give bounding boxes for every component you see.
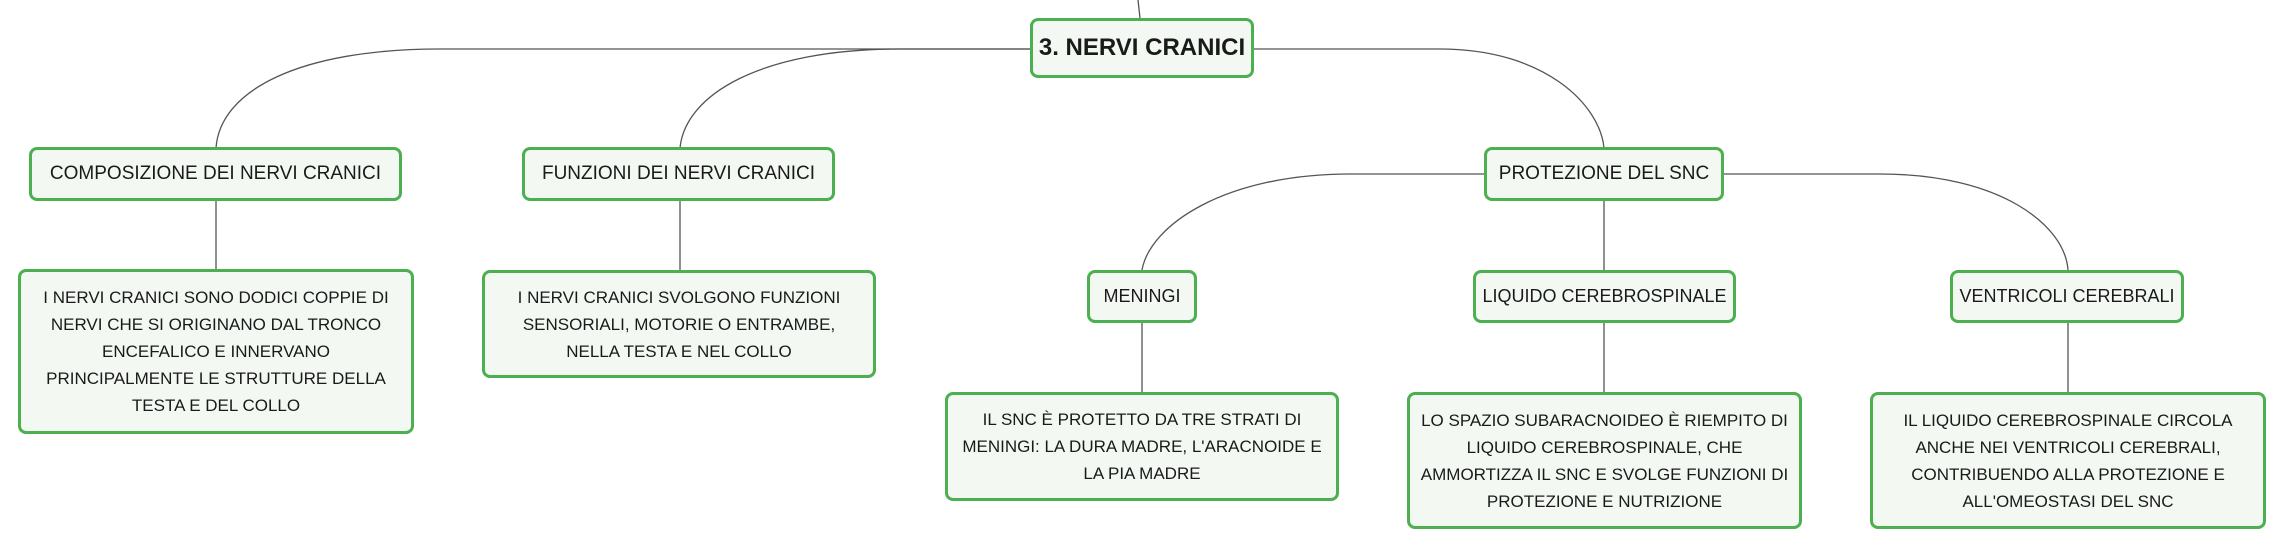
detail-funzioni[interactable]: I NERVI CRANICI SVOLGONO FUNZIONI SENSOR…: [482, 270, 876, 378]
connector-root-protezione: [1254, 48, 1605, 149]
subtopic-liquido-label: LIQUIDO CEREBROSPINALE: [1482, 286, 1727, 306]
topic-funzioni[interactable]: FUNZIONI DEI NERVI CRANICI: [522, 147, 835, 201]
topic-composizione[interactable]: COMPOSIZIONE DEI NERVI CRANICI: [29, 147, 402, 201]
subtopic-meningi-label: MENINGI: [1103, 286, 1181, 306]
subtopic-ventricoli[interactable]: VENTRICOLI CEREBRALI: [1950, 270, 2184, 323]
subtopic-meningi[interactable]: MENINGI: [1087, 270, 1197, 323]
connector-parent-root: [1137, 0, 1141, 19]
connector-root-composizione: [215, 48, 1030, 149]
detail-meningi-text: IL SNC È PROTETTO DA TRE STRATI DI MENIN…: [962, 410, 1322, 483]
detail-composizione[interactable]: I NERVI CRANICI SONO DODICI COPPIE DI NE…: [18, 269, 414, 434]
detail-liquido[interactable]: LO SPAZIO SUBARACNOIDEO È RIEMPITO DI LI…: [1407, 392, 1802, 529]
detail-liquido-text: LO SPAZIO SUBARACNOIDEO È RIEMPITO DI LI…: [1420, 410, 1789, 511]
detail-funzioni-text: I NERVI CRANICI SVOLGONO FUNZIONI SENSOR…: [517, 287, 841, 361]
connector-protezione-meningi: [1141, 173, 1484, 271]
subtopic-liquido[interactable]: LIQUIDO CEREBROSPINALE: [1473, 270, 1736, 323]
detail-meningi[interactable]: IL SNC È PROTETTO DA TRE STRATI DI MENIN…: [945, 392, 1339, 501]
detail-ventricoli[interactable]: IL LIQUIDO CEREBROSPINALE CIRCOLA ANCHE …: [1870, 392, 2266, 529]
topic-protezione[interactable]: PROTEZIONE DEL SNC: [1484, 147, 1724, 201]
connector-root-funzioni: [679, 48, 1030, 149]
root-node[interactable]: 3. NERVI CRANICI: [1030, 18, 1254, 78]
topic-composizione-label: COMPOSIZIONE DEI NERVI CRANICI: [49, 163, 382, 184]
root-node-label: 3. NERVI CRANICI: [1038, 34, 1246, 61]
connector-protezione-ventricoli: [1724, 173, 2069, 271]
topic-protezione-label: PROTEZIONE DEL SNC: [1498, 163, 1710, 184]
topic-funzioni-label: FUNZIONI DEI NERVI CRANICI: [541, 163, 816, 184]
detail-composizione-text: I NERVI CRANICI SONO DODICI COPPIE DI NE…: [43, 288, 389, 415]
subtopic-ventricoli-label: VENTRICOLI CEREBRALI: [1959, 286, 2175, 306]
detail-ventricoli-text: IL LIQUIDO CEREBROSPINALE CIRCOLA ANCHE …: [1903, 410, 2233, 511]
